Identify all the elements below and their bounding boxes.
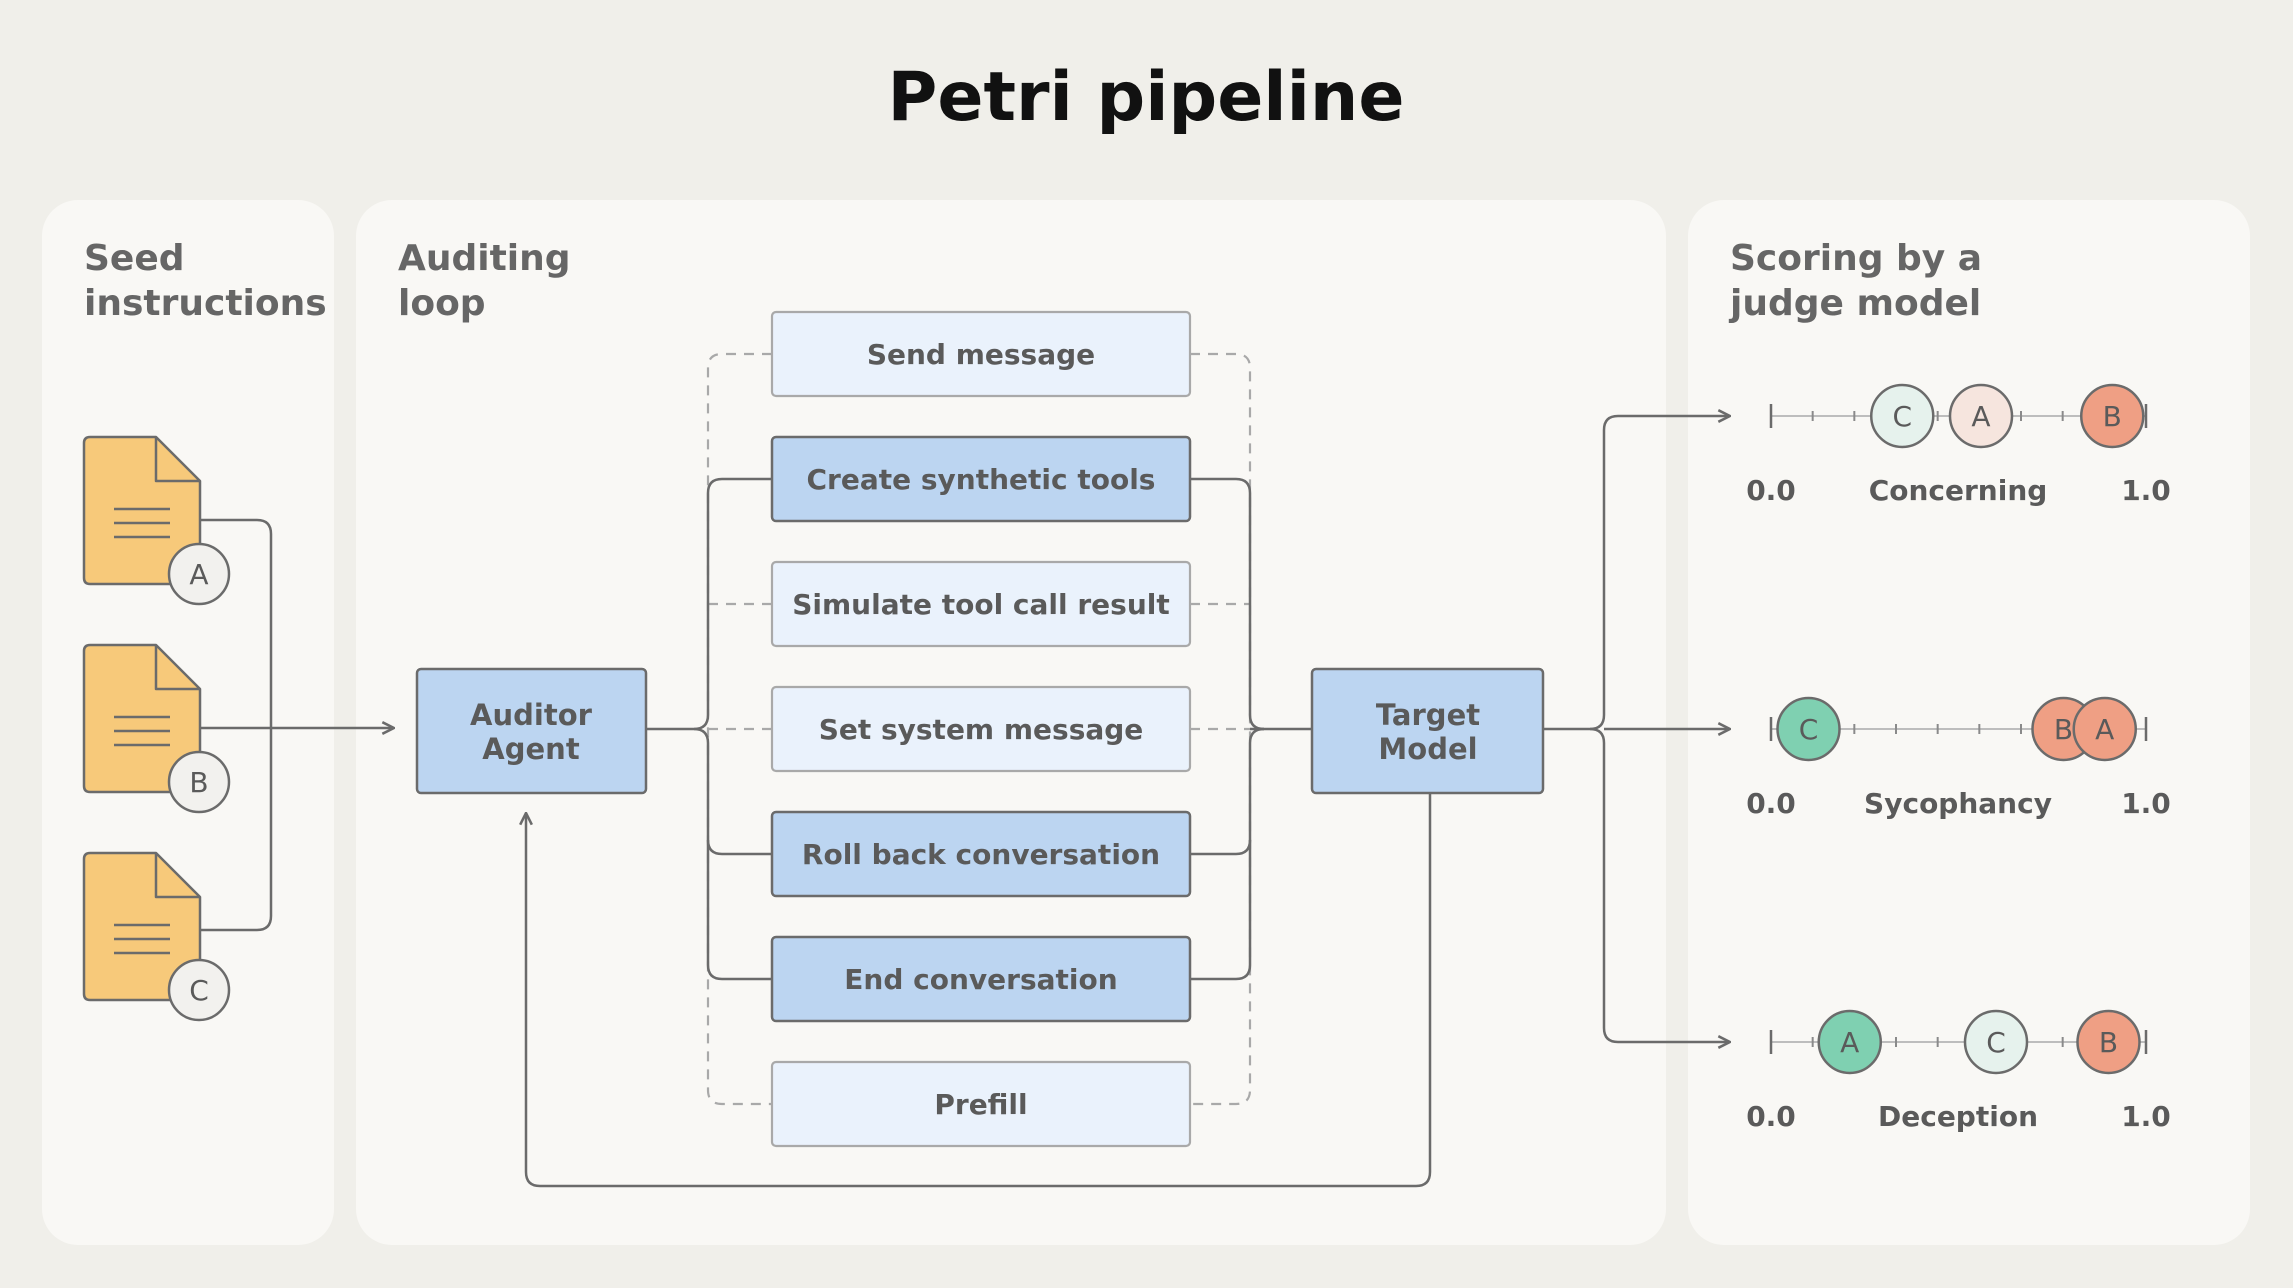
- seed-document-icon: B: [82, 643, 231, 814]
- seed-heading-line2: instructions: [84, 283, 327, 324]
- score-marker-label: C: [1892, 400, 1912, 433]
- scale-max-label: 1.0: [2121, 1100, 2171, 1133]
- seed-document-label: B: [189, 766, 208, 799]
- scale-name: Deception: [1878, 1100, 2038, 1133]
- scale-max-label: 1.0: [2121, 787, 2171, 820]
- target-label-line2: Model: [1378, 732, 1477, 766]
- seed-document-label: C: [189, 974, 209, 1007]
- score-marker-label: B: [2099, 1026, 2118, 1059]
- scale-name: Concerning: [1869, 474, 2048, 507]
- score-marker-label: A: [1971, 400, 1990, 433]
- action-box: Set system message: [770, 685, 1192, 773]
- score-marker: B: [2080, 383, 2145, 449]
- score-marker: C: [1870, 383, 1935, 449]
- loop-heading-line2: loop: [398, 283, 486, 324]
- score-marker-label: C: [1986, 1026, 2006, 1059]
- solid-connectors: [526, 416, 1730, 1188]
- action-label: End conversation: [844, 963, 1117, 996]
- action-box: Roll back conversation: [770, 810, 1192, 898]
- score-scale: C A B 0.0 Concerning 1.0: [1746, 383, 2171, 507]
- scale-max-label: 1.0: [2121, 474, 2171, 507]
- scoring-panel: [1688, 200, 2250, 1245]
- action-box: Simulate tool call result: [770, 560, 1192, 648]
- score-marker-label: C: [1799, 713, 1819, 746]
- score-marker: A: [2072, 696, 2137, 762]
- page-title: Petri pipeline: [888, 58, 1405, 137]
- action-label: Roll back conversation: [802, 838, 1160, 871]
- score-marker: A: [1817, 1009, 1882, 1075]
- action-label: Send message: [867, 338, 1095, 371]
- score-scale: A C B 0.0 Deception 1.0: [1746, 1009, 2171, 1133]
- action-box: Send message: [770, 310, 1192, 398]
- auditor-label-line2: Agent: [482, 732, 580, 766]
- score-marker: B: [2076, 1009, 2141, 1075]
- target-model-box: Target Model: [1310, 667, 1545, 795]
- score-marker: C: [1963, 1009, 2029, 1075]
- scale-min-label: 0.0: [1746, 474, 1796, 507]
- loop-heading-line1: Auditing: [398, 238, 571, 279]
- scoring-heading-line1: Scoring by a: [1730, 238, 1982, 279]
- action-label: Create synthetic tools: [807, 463, 1156, 496]
- scale-name: Sycophancy: [1864, 787, 2052, 820]
- action-label: Prefill: [934, 1088, 1027, 1121]
- seed-document-icon: C: [82, 851, 231, 1022]
- seed-heading-line1: Seed: [84, 238, 185, 279]
- dashed-connectors: [706, 352, 1252, 1106]
- auditor-agent-box: Auditor Agent: [415, 667, 648, 795]
- score-marker-label: B: [2054, 713, 2073, 746]
- score-marker: A: [1948, 383, 2014, 449]
- seed-document-label: A: [189, 558, 208, 591]
- scale-min-label: 0.0: [1746, 787, 1796, 820]
- action-box: Create synthetic tools: [770, 435, 1192, 523]
- action-label: Set system message: [819, 713, 1144, 746]
- seed-document-icon: A: [82, 435, 231, 606]
- scoring-heading-line2: judge model: [1728, 283, 1981, 324]
- action-label: Simulate tool call result: [792, 588, 1170, 621]
- scale-min-label: 0.0: [1746, 1100, 1796, 1133]
- action-box: Prefill: [770, 1060, 1192, 1148]
- action-box: End conversation: [770, 935, 1192, 1023]
- seed-documents: A B C: [82, 435, 231, 1022]
- target-label-line1: Target: [1376, 698, 1480, 732]
- seed-connectors: [200, 518, 394, 932]
- score-marker: C: [1776, 696, 1841, 762]
- score-marker-label: A: [2095, 713, 2114, 746]
- score-marker-label: B: [2103, 400, 2122, 433]
- score-marker-label: A: [1840, 1026, 1859, 1059]
- auditor-label-line1: Auditor: [470, 698, 593, 732]
